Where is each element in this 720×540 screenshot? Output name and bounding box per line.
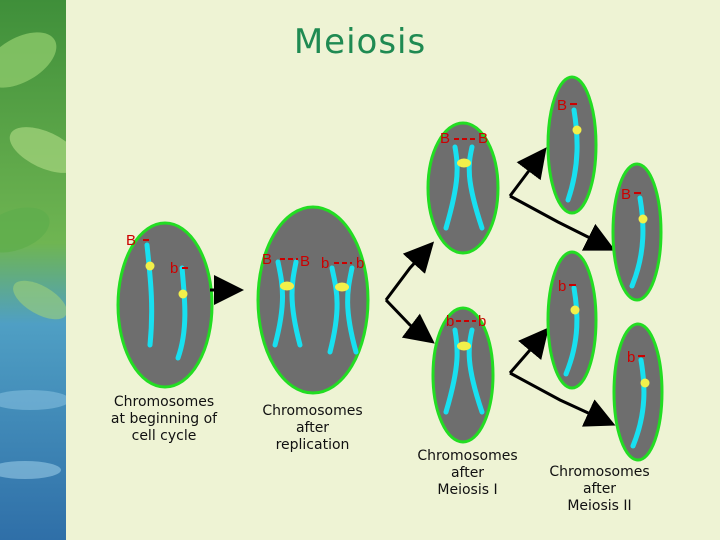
- caption-line: Meiosis I: [437, 482, 498, 498]
- centromere: [457, 341, 471, 351]
- cell-meiosis1-top: B B: [426, 121, 500, 255]
- caption-line: Chromosomes: [549, 464, 650, 480]
- allele-label-B: B: [440, 130, 450, 147]
- cell-meiosis2-4: b: [612, 322, 664, 462]
- caption-line: Chromosomes: [262, 403, 363, 419]
- caption-beginning: Chromosomes at beginning of cell cycle: [104, 394, 224, 445]
- caption-meiosis2: Chromosomes after Meiosis II: [542, 464, 657, 515]
- allele-label-b: b: [170, 260, 178, 277]
- cell-meiosis2-2: B: [611, 162, 663, 302]
- chromosome-b: [175, 265, 188, 361]
- caption-line: replication: [275, 437, 350, 453]
- caption-line: at beginning of: [110, 411, 218, 427]
- centromere: [178, 289, 188, 299]
- arrow-to-meiosis2-top-lower: [509, 194, 616, 251]
- allele-label-b: b: [558, 278, 566, 295]
- caption-line: after: [582, 481, 617, 497]
- allele-label-B: B: [621, 186, 631, 203]
- cell-replication: B B b b: [256, 205, 370, 395]
- centromere: [640, 378, 650, 388]
- centromere: [572, 125, 582, 135]
- caption-replication: Chromosomes after replication: [255, 403, 370, 454]
- centromere: [570, 305, 580, 315]
- chromosome-B: [144, 242, 155, 348]
- centromere: [335, 282, 349, 292]
- cell-beginning: B b: [116, 221, 214, 389]
- allele-label-b: b: [627, 349, 635, 366]
- centromere: [457, 158, 471, 168]
- decorative-leaf-stripe: [0, 0, 66, 540]
- allele-label-b: b: [356, 255, 364, 272]
- slide-title: Meiosis: [293, 22, 427, 62]
- caption-line: Chromosomes: [417, 448, 518, 464]
- centromere: [638, 214, 648, 224]
- caption-meiosis1: Chromosomes after Meiosis I: [410, 448, 525, 499]
- caption-line: Meiosis II: [567, 498, 632, 514]
- centromere: [145, 261, 155, 271]
- cell-meiosis2-1: B: [546, 75, 598, 215]
- arrow-to-meiosis2-top-upper: [508, 147, 547, 197]
- allele-label-b: b: [478, 313, 486, 330]
- allele-label-B: B: [126, 232, 136, 249]
- cell-meiosis1-bottom: b b: [431, 306, 495, 444]
- arrow-to-meiosis2-bottom-upper: [508, 327, 549, 374]
- caption-line: cell cycle: [131, 428, 197, 444]
- cell-meiosis2-3: b: [546, 250, 598, 390]
- caption-line: Chromosomes: [113, 394, 215, 410]
- allele-label-b: b: [446, 313, 454, 330]
- allele-label-B: B: [478, 130, 488, 147]
- caption-line: after: [295, 420, 330, 436]
- arrow-to-meiosis1-bottom: [384, 298, 435, 344]
- allele-label-B: B: [262, 251, 272, 268]
- caption-line: after: [450, 465, 485, 481]
- arrow-to-meiosis2-bottom-lower: [509, 371, 616, 427]
- allele-label-B: B: [557, 97, 567, 114]
- allele-label-b: b: [321, 255, 329, 272]
- allele-label-B: B: [300, 253, 310, 270]
- arrow-to-meiosis1-top: [384, 241, 435, 301]
- centromere: [280, 281, 294, 291]
